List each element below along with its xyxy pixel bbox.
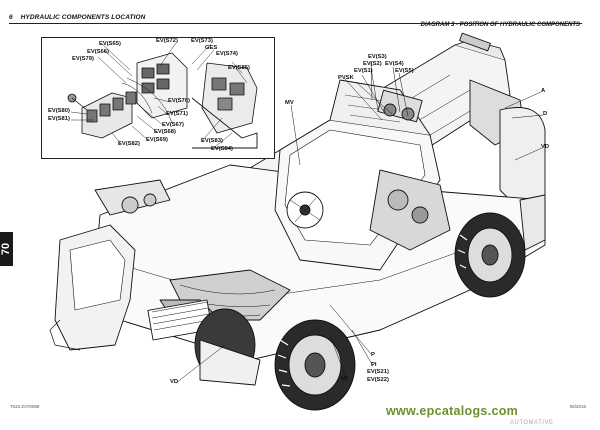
label-mi: MI xyxy=(341,376,348,382)
label-ev-s5: EV(S5) xyxy=(395,68,414,74)
page-number: 6 xyxy=(9,14,13,21)
label-ev-s3: EV(S3) xyxy=(368,54,387,60)
label-ev-s67: EV(S67) xyxy=(162,122,184,128)
label-ev-s74: EV(S74) xyxy=(216,51,238,57)
label-ev-s4: EV(S4) xyxy=(385,61,404,67)
label-ev-s71: EV(S71) xyxy=(166,111,188,117)
document-code: 7533 ZAT0098 xyxy=(10,404,40,409)
section-title: HYDRAULIC COMPONENTS LOCATION xyxy=(20,14,146,21)
front-left-wheel xyxy=(274,319,356,411)
chapter-tab: 70 xyxy=(0,232,13,266)
label-vd-right: VD xyxy=(541,144,550,150)
label-pi: PI xyxy=(371,362,377,368)
label-ev-s85: EV(S85) xyxy=(228,65,250,71)
label-ev-s2: EV(S2) xyxy=(363,61,382,67)
label-ev-s80: EV(S80) xyxy=(48,108,70,114)
label-ev-s22: EV(S22) xyxy=(367,377,389,383)
label-ev-s69: EV(S69) xyxy=(146,137,168,143)
watermark: www.epcatalogs.com xyxy=(386,404,519,418)
detail-inset: EV(S65) EV(S66) EV(S79) EV(S72) EV(S73) … xyxy=(41,37,275,159)
diagram-title: DIAGRAM 3 - POSITION OF HYDRAULIC COMPON… xyxy=(420,22,580,28)
label-ev-s82: EV(S82) xyxy=(118,141,140,147)
label-ev-s68: EV(S68) xyxy=(154,129,176,135)
label-ev-s79: EV(S79) xyxy=(72,56,94,62)
label-ev-s73: EV(S73) xyxy=(191,38,213,44)
label-ev-s72: EV(S72) xyxy=(156,38,178,44)
label-ev-s21: EV(S21) xyxy=(367,369,389,375)
label-ev-s1: EV(S1) xyxy=(354,68,373,74)
rear-right-wheel xyxy=(454,212,526,298)
label-ev-s66: EV(S66) xyxy=(87,49,109,55)
label-ges: GES xyxy=(205,45,218,51)
label-a: A xyxy=(541,88,546,94)
label-pvsk: PVSK xyxy=(338,75,354,81)
label-ev-s70: EV(S70) xyxy=(168,98,190,104)
label-mv: MV xyxy=(285,100,294,106)
label-vd-left: VD xyxy=(170,379,179,385)
label-ev-s65: EV(S65) xyxy=(99,41,121,47)
document-date: 05/2016 xyxy=(569,404,586,409)
label-ev-s81: EV(S81) xyxy=(48,116,70,122)
label-d: D xyxy=(543,111,548,117)
valve-block-detail xyxy=(67,42,258,151)
watermark-sub: AUTOMATIVE xyxy=(510,420,554,426)
label-ev-s83: EV(S83) xyxy=(201,138,223,144)
label-p: P xyxy=(371,352,375,358)
page-header: 6 HYDRAULIC COMPONENTS LOCATION xyxy=(9,14,145,21)
label-ev-s84: EV(S84) xyxy=(211,146,233,152)
header-rule xyxy=(9,23,582,24)
